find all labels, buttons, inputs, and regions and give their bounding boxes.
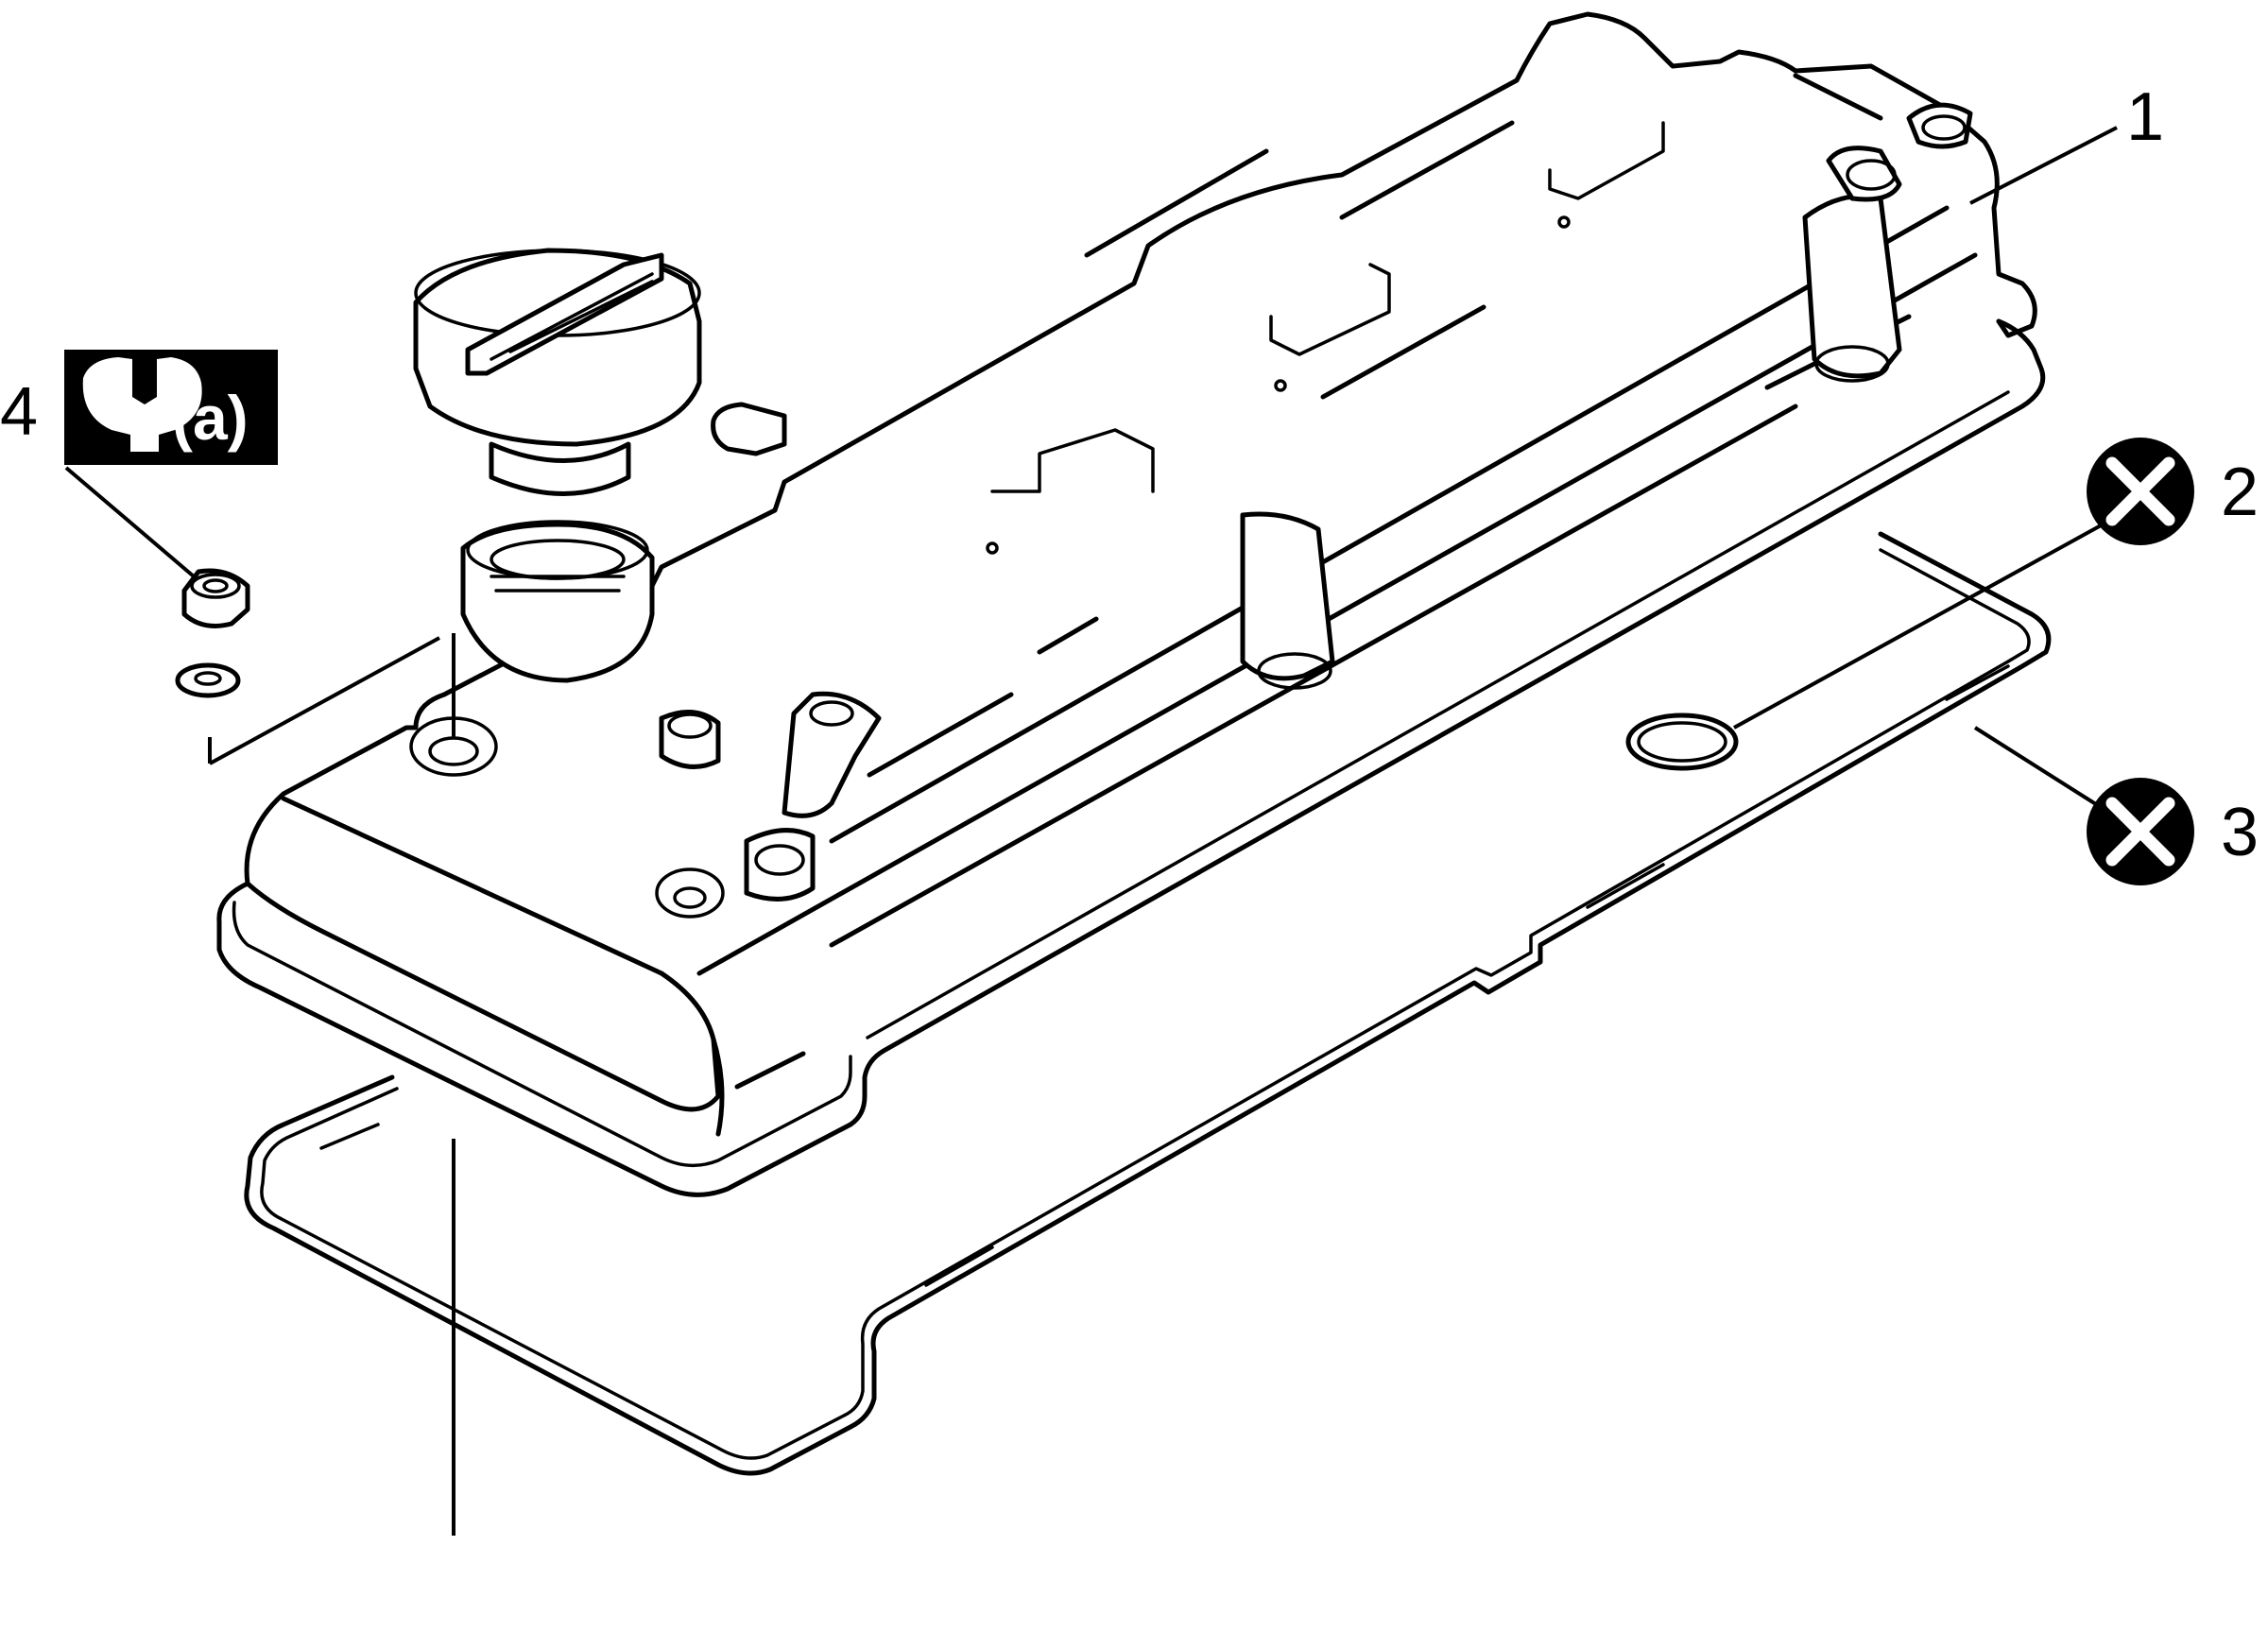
o-ring	[1625, 713, 1739, 771]
callout-1: 1	[2126, 79, 2164, 155]
cylinder-head-cover	[216, 11, 2046, 1197]
nut-and-washer	[175, 568, 250, 698]
leader-lines	[64, 126, 2119, 819]
replace-part-marker-2	[2087, 438, 2194, 545]
cover-gasket	[244, 531, 2052, 1476]
oil-filler-cap	[413, 248, 702, 496]
torque-spec-box: (a)	[64, 350, 278, 465]
replace-part-marker-3	[2087, 778, 2194, 885]
callout-3: 3	[2221, 795, 2259, 870]
callout-4: 4	[0, 374, 38, 450]
torque-spec-label: (a)	[172, 383, 249, 453]
wrench-icon	[82, 357, 202, 452]
assembly-guide-lines	[208, 633, 455, 1536]
do-not-reuse-x-icon	[2105, 456, 2175, 526]
bolt-boss	[655, 102, 1973, 919]
oil-filler-neck	[409, 520, 655, 777]
do-not-reuse-x-icon	[2105, 797, 2175, 867]
callout-2: 2	[2221, 455, 2259, 530]
